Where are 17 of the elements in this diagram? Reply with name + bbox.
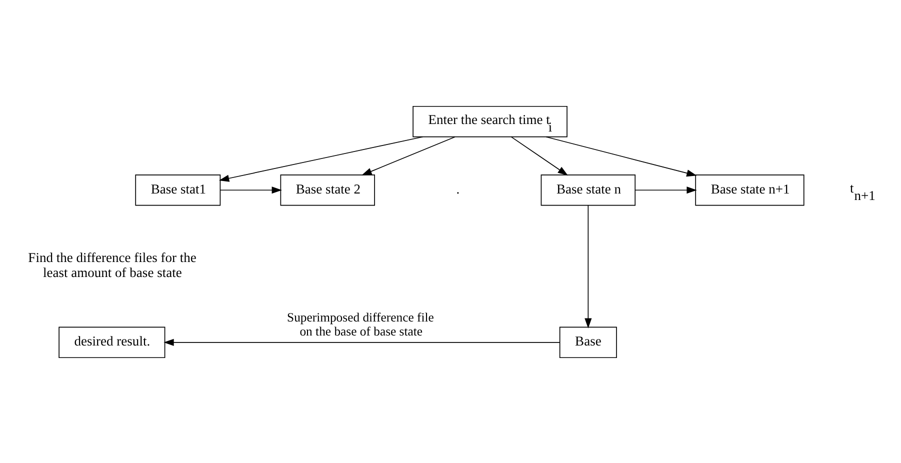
- node-box: Base state n: [540, 174, 636, 206]
- label: .: [456, 180, 460, 196]
- arrow: [164, 338, 560, 346]
- label: Find the difference files for the least amount of base state: [28, 249, 196, 280]
- arrow: [546, 136, 697, 176]
- node-box: Base stat1: [135, 174, 221, 206]
- node-box: Base state n+1: [695, 174, 804, 206]
- arrow: [510, 136, 568, 176]
- arrow: [218, 136, 424, 182]
- edge-label: Superimposed difference file on the base of base state: [287, 310, 434, 338]
- arrow: [634, 186, 697, 194]
- node-box: Base: [559, 326, 617, 358]
- arrow: [220, 186, 282, 194]
- arrow: [584, 204, 592, 328]
- arrow: [362, 136, 456, 175]
- node-box: Base state 2: [280, 174, 375, 206]
- node-box: desired result.: [58, 326, 166, 358]
